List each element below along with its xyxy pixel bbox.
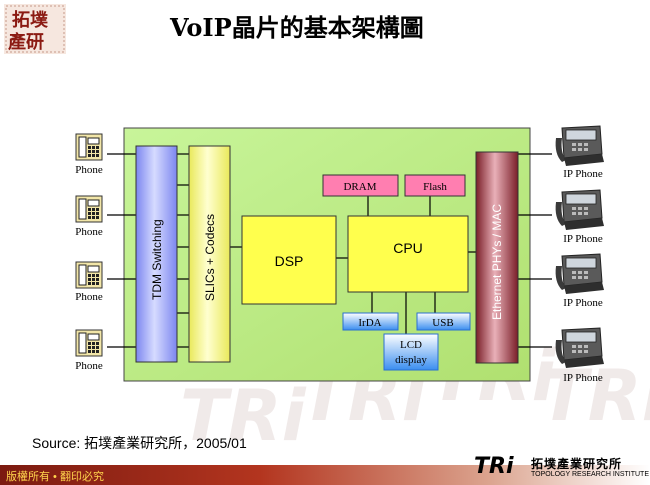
irda-label: IrDA (358, 317, 381, 329)
irda-block (342, 312, 399, 331)
copyright-notice: 版權所有 • 翻印必究 (6, 471, 104, 483)
logo (4, 4, 66, 54)
dram-block (322, 174, 399, 197)
lcd-label: LCD (400, 339, 422, 351)
ethernet-phy-mac-block (475, 151, 519, 364)
source-note: Source: 拓墣產業研究所，2005/01 (32, 435, 247, 451)
ip-phones (555, 125, 605, 369)
dsp-label: DSP (275, 253, 304, 269)
tdm-label: TDM Switching (150, 219, 164, 300)
phone-label: Phone (75, 360, 103, 372)
dsp-block (241, 215, 337, 305)
slics-codecs-block (188, 145, 231, 363)
ethernet-label: Ethernet PHYs / MAC (490, 204, 504, 320)
cpu-block (347, 215, 469, 293)
slide-title: VoIP晶片的基本架構圖 (170, 13, 424, 42)
logo-text: 產研 (8, 32, 44, 53)
tri-logo-chinese: 拓墣產業研究所 (531, 457, 623, 471)
dram-label: DRAM (343, 181, 376, 193)
lcd-display-block (383, 333, 439, 371)
flash-block (404, 174, 466, 197)
phone-label: Phone (75, 164, 103, 176)
ip-phone-label: IP Phone (563, 297, 603, 309)
ip-phone-label: IP Phone (563, 168, 603, 180)
display-label: display (395, 354, 427, 366)
svg-text:TRi: TRi (540, 355, 650, 437)
cpu-label: CPU (393, 240, 423, 256)
phone-label: Phone (75, 226, 103, 238)
ip-phone-label: IP Phone (563, 233, 603, 245)
ip-phone-label: IP Phone (563, 372, 603, 384)
svg-text:TRi: TRi (180, 375, 307, 457)
phone-label: Phone (75, 291, 103, 303)
tri-logo-english: TOPOLOGY RESEARCH INSTITUTE (531, 471, 649, 478)
usb-block (416, 312, 471, 331)
flash-label: Flash (423, 181, 447, 193)
logo-text: 拓墣 (12, 10, 48, 31)
tri-logo-mark: TRi (474, 454, 514, 479)
tdm-switching-block (135, 145, 178, 363)
usb-label: USB (432, 317, 453, 329)
slics-label: SLICs + Codecs (203, 214, 217, 301)
footer-bar (0, 465, 650, 485)
